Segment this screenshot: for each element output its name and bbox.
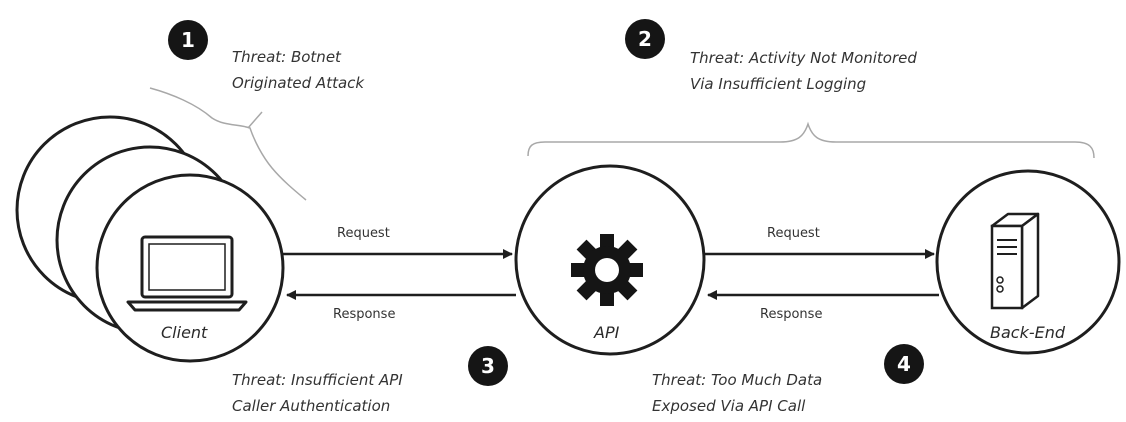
threat-2-text: Threat: Activity Not Monitored Via Insuf… — [690, 45, 917, 97]
threat-2-line-1: Threat: Activity Not Monitored — [690, 49, 917, 67]
threat-3-line-2: Caller Authentication — [232, 397, 391, 415]
gear-icon — [571, 234, 643, 306]
api-backend-response-label: Response — [760, 307, 823, 322]
client-api-request-label: Request — [337, 226, 390, 241]
threat-2-line-2: Via Insufficient Logging — [690, 75, 867, 93]
threat-3-badge: 3 — [468, 346, 508, 386]
threat-4-badge: 4 — [884, 344, 924, 384]
threat-2-brace — [527, 121, 1095, 159]
threat-3-text: Threat: Insufficient API Caller Authenti… — [232, 367, 403, 419]
threat-1-brace-tick — [247, 111, 263, 129]
threat-1-text: Threat: Botnet Originated Attack — [232, 44, 364, 96]
threat-4-line-1: Threat: Too Much Data — [652, 371, 823, 389]
threat-4-text: Threat: Too Much Data Exposed Via API Ca… — [652, 367, 822, 419]
threat-1-line-1: Threat: Botnet — [232, 48, 341, 66]
threat-3-line-1: Threat: Insufficient API — [232, 371, 403, 389]
backend-label: Back-End — [990, 323, 1066, 342]
threat-1-brace — [149, 87, 307, 201]
api-label: API — [594, 323, 620, 342]
threat-2-badge: 2 — [625, 19, 665, 59]
server-icon — [990, 212, 1040, 310]
laptop-icon — [126, 235, 248, 312]
client-label: Client — [161, 323, 208, 342]
threat-1-line-2: Originated Attack — [232, 74, 365, 92]
api-backend-request-label: Request — [767, 226, 820, 241]
client-api-response-label: Response — [333, 307, 396, 322]
threat-4-line-2: Exposed Via API Call — [652, 397, 806, 415]
threat-1-badge: 1 — [168, 20, 208, 60]
